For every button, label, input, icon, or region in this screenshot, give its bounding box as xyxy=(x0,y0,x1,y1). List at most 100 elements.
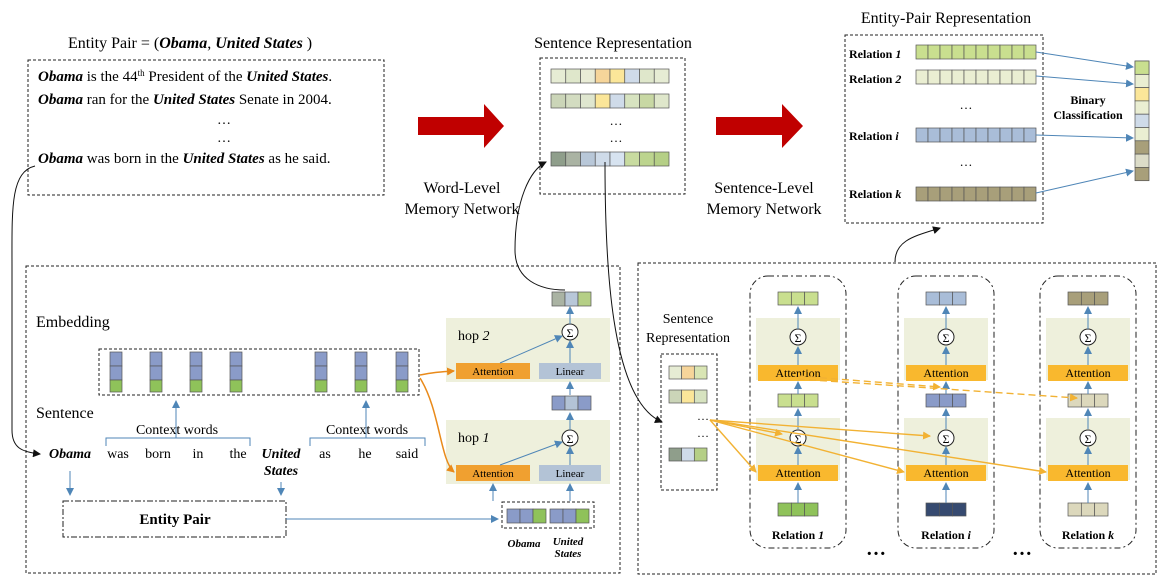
relation-hop-cell xyxy=(1080,393,1096,408)
ellipsis: … xyxy=(697,426,709,440)
relation-i-label: Relation i xyxy=(921,528,971,542)
relation-vector-cell xyxy=(999,127,1013,143)
sentence-rep-to-panel-arrow xyxy=(604,161,663,423)
relation-vector-cell xyxy=(975,69,989,85)
sentence-vector-cell xyxy=(653,68,670,84)
embedding-cell xyxy=(109,365,123,381)
word-level-label-1: Word-Level xyxy=(424,180,501,197)
embedding-cell xyxy=(109,379,123,393)
word-in: in xyxy=(193,447,204,462)
sum-symbol: Σ xyxy=(795,331,802,345)
attention-label: Attention xyxy=(775,466,820,480)
relation-output-cell xyxy=(938,291,954,306)
binary-cell xyxy=(1134,127,1150,142)
embedding-cell xyxy=(395,379,409,393)
relation-hop-cell xyxy=(804,393,819,408)
sentence-vector-cell xyxy=(565,68,581,84)
sentence-vector-cell xyxy=(653,93,670,109)
relation-vector-cell xyxy=(939,44,953,60)
word-as: as xyxy=(319,447,331,462)
relation-output-cell xyxy=(790,291,806,306)
relation-hop-cell xyxy=(777,393,792,408)
embedding-cell xyxy=(229,365,243,381)
attention-line xyxy=(709,419,905,475)
relation-vector-cell xyxy=(1023,44,1037,60)
word-level-panel xyxy=(25,265,621,574)
attention-label: Attention xyxy=(1065,366,1110,380)
output-vector-cell xyxy=(551,291,566,307)
sentence-vector-cell xyxy=(639,93,655,109)
attention-hop1-label: Attention xyxy=(472,468,514,480)
relation-vector-cell xyxy=(999,44,1013,60)
sentence-vector-cell xyxy=(624,151,640,167)
binary-cell xyxy=(1134,167,1150,182)
relation-k-label: Relation k xyxy=(1062,528,1114,542)
relation-input-cell xyxy=(938,502,954,517)
entity-vector-cell xyxy=(562,508,577,524)
sentence-vector-cell xyxy=(693,389,708,404)
attention-line xyxy=(797,375,941,391)
embedding-cell xyxy=(189,379,203,393)
relation-vector-cell xyxy=(1011,44,1025,60)
binary-cell xyxy=(1134,87,1150,102)
linear-hop1 xyxy=(539,465,601,481)
sentence-vector-cell xyxy=(565,151,581,167)
embedding-cell xyxy=(314,379,328,393)
relation-vector-cell xyxy=(927,69,941,85)
relation-vector-cell xyxy=(975,186,989,202)
sum-symbol: Σ xyxy=(943,432,950,446)
attention-label: Attention xyxy=(923,366,968,380)
word-the: the xyxy=(229,447,246,462)
relation-vector-cell xyxy=(939,69,953,85)
relation-output-cell xyxy=(1094,291,1109,306)
relation-output-cell xyxy=(1080,291,1096,306)
context-bracket-left xyxy=(105,437,251,446)
linear-hop2 xyxy=(539,363,601,379)
relation-vector-cell xyxy=(927,44,941,60)
relation-vector-cell xyxy=(999,69,1013,85)
relation-vector-cell xyxy=(963,69,977,85)
arrow xyxy=(1035,51,1134,70)
entity-vector-cell xyxy=(506,508,521,524)
attention-bar xyxy=(1048,465,1128,481)
sentence-vector-cell xyxy=(668,365,683,380)
binary-cell xyxy=(1134,60,1150,75)
relation-vector-cell xyxy=(963,186,977,202)
sentence-rep-label-1: Sentence xyxy=(663,312,714,327)
embedding-cell xyxy=(189,351,203,367)
sentence-to-word-arrow xyxy=(11,165,41,458)
sum-symbol: Σ xyxy=(795,432,802,446)
relation-hop-cell xyxy=(1094,393,1109,408)
linear-hop1-label: Linear xyxy=(556,468,585,480)
sum-symbol: Σ xyxy=(567,326,574,340)
relation-vector-cell xyxy=(999,186,1013,202)
sentence-1: Obama is the 44th President of the Unite… xyxy=(38,68,332,85)
relation-vector-cell xyxy=(927,186,941,202)
sentence-rep-small-box xyxy=(660,353,718,491)
sentence-3: Obama was born in the United States as h… xyxy=(38,151,331,167)
ellipsis: … xyxy=(866,538,886,560)
relation-output-cell xyxy=(777,291,792,306)
arrow xyxy=(1035,133,1134,142)
ellipsis: … xyxy=(960,154,973,169)
relation-vector-cell xyxy=(1011,127,1025,143)
word-was: was xyxy=(107,447,129,462)
entity-pair-rep-title: Entity-Pair Representation xyxy=(861,10,1031,27)
binary-cell xyxy=(1134,113,1150,128)
ellipsis: … xyxy=(1012,538,1032,560)
relation-vector-cell xyxy=(915,44,929,60)
sum-symbol: Σ xyxy=(943,331,950,345)
word-obama: Obama xyxy=(49,447,91,462)
sentence-level-panel xyxy=(637,262,1157,575)
sentence-vector-cell xyxy=(609,151,626,167)
embedding-cell xyxy=(395,365,409,381)
entity-vector-cell xyxy=(575,508,590,524)
attention-label: Attention xyxy=(1065,466,1110,480)
relation-input-cell xyxy=(804,502,819,517)
sentence-vector-cell xyxy=(550,93,567,109)
arrow xyxy=(499,335,563,364)
sentence-rep-label-2: Representation xyxy=(646,331,730,346)
